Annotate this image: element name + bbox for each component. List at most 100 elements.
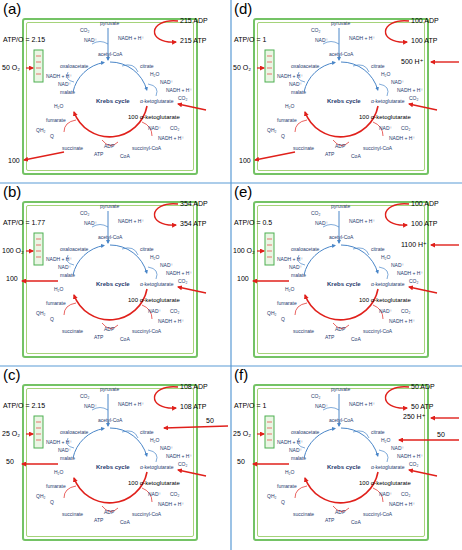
- metabolite-label: acetyl-CoA: [329, 418, 353, 423]
- metabolite-label: NADH + H⁺: [158, 136, 184, 141]
- metabolite-label: NADH + H⁺: [389, 136, 415, 141]
- metabolite-label: fumarate: [277, 301, 297, 306]
- metabolite-label: NADH + H⁺: [349, 402, 375, 407]
- metabolite-label: NAD⁺: [289, 448, 302, 453]
- metabolite-label: NAD⁺: [379, 126, 392, 131]
- metabolite-label: CO₂: [178, 96, 187, 101]
- metabolite-label: fumarate: [46, 118, 66, 123]
- metabolite-label: NAD⁺: [391, 446, 404, 451]
- metabolite-label: H₂O: [150, 438, 159, 443]
- metabolite-label: NADH + H⁺: [166, 88, 192, 93]
- metabolite-label: citrate: [371, 64, 385, 69]
- metabolite-label: ATP: [325, 152, 334, 157]
- metabolite-label: NAD⁺: [315, 221, 328, 226]
- ratio-label: ATP/O = 2.15: [3, 402, 45, 409]
- panel-a-flux-arrows: [24, 152, 64, 160]
- metabolite-label: NAD⁺: [289, 265, 302, 270]
- metabolite-label: H₂O: [150, 255, 159, 260]
- metabolite-label: NAD⁺: [160, 263, 173, 268]
- metabolite-label: QH₂: [36, 494, 45, 499]
- metabolite-label: α-ketoglutarate: [371, 282, 404, 287]
- flux-label: 100: [237, 275, 249, 282]
- metabolite-label: ATP: [94, 152, 103, 157]
- metabolite-label: NADH + H⁺: [349, 219, 375, 224]
- metabolite-label: QH₂: [267, 311, 276, 316]
- flux-label: 108 ADP: [180, 383, 208, 390]
- metabolite-label: NAD⁺: [379, 309, 392, 314]
- metabolite-label: malate: [60, 90, 75, 95]
- panel-letter: (d): [234, 1, 252, 16]
- metabolite-label: CO₂: [170, 492, 179, 497]
- mitochondrion: Krebs cycle: [22, 18, 198, 175]
- panel-artwork: [26, 387, 206, 512]
- succinate-out-arrow: [255, 152, 295, 160]
- panel-artwork: [26, 204, 206, 329]
- flux-label: 100 O₂: [233, 247, 255, 254]
- metabolite-label: Q: [50, 134, 54, 139]
- metabolite-label: malate: [291, 90, 306, 95]
- metabolite-label: NAD⁺: [58, 265, 71, 270]
- metabolite-label: NAD⁺: [148, 492, 161, 497]
- panel-artwork: [257, 387, 437, 512]
- metabolite-label: CO₂: [170, 309, 179, 314]
- cycle-name: Krebs cycle: [96, 98, 130, 104]
- metabolite-label: ATP: [94, 335, 103, 340]
- metabolite-label: H₂O: [150, 72, 159, 77]
- flux-label: 100 α-ketoglutarate: [128, 297, 180, 303]
- mitochondrion: Krebs cycle: [22, 201, 198, 358]
- metabolite-label: CO₂: [311, 28, 320, 33]
- metabolite-label: α-ketoglutarate: [371, 99, 404, 104]
- panel-artwork: [257, 21, 437, 146]
- panel-artwork: [257, 204, 437, 329]
- metabolite-label: NADH + H⁺: [46, 440, 72, 445]
- metabolite-label: succinate: [62, 146, 83, 151]
- metabolite-label: citrate: [371, 247, 385, 252]
- metabolite-label: NADH + H⁺: [118, 219, 144, 224]
- metabolite-label: CO₂: [401, 492, 410, 497]
- metabolite-label: NADH + H⁺: [277, 257, 303, 262]
- metabolite-label: ADP: [104, 144, 114, 149]
- metabolite-label: succinate: [293, 329, 314, 334]
- metabolite-label: NAD⁺: [58, 448, 71, 453]
- metabolite-label: QH₂: [36, 128, 45, 133]
- metabolite-label: ATP: [325, 335, 334, 340]
- metabolite-label: ATP: [94, 518, 103, 523]
- flux-label: 100: [239, 157, 251, 164]
- metabolite-label: NADH + H⁺: [397, 454, 423, 459]
- metabolite-label: NAD⁺: [58, 82, 71, 87]
- metabolite-label: NAD⁺: [391, 263, 404, 268]
- metabolite-label: pyruvate: [100, 204, 119, 209]
- metabolite-label: CoA: [351, 520, 361, 525]
- cycle-name: Krebs cycle: [327, 464, 361, 470]
- metabolite-label: Q: [281, 317, 285, 322]
- flux-label: 1100 H⁺: [401, 241, 427, 248]
- metabolite-label: succinyl-CoA: [363, 512, 392, 517]
- metabolite-label: NAD⁺: [289, 82, 302, 87]
- metabolite-label: NAD⁺: [84, 38, 97, 43]
- metabolite-label: succinyl-CoA: [363, 146, 392, 151]
- flux-label: 50 ATP: [411, 403, 433, 410]
- flux-label: 500 H⁺: [401, 58, 423, 65]
- metabolite-label: CO₂: [311, 211, 320, 216]
- flux-label: 50: [6, 458, 14, 465]
- metabolite-label: CO₂: [80, 28, 89, 33]
- metabolite-label: fumarate: [46, 484, 66, 489]
- metabolite-label: NADH + H⁺: [166, 454, 192, 459]
- metabolite-label: NADH + H⁺: [118, 402, 144, 407]
- flux-label: 50: [237, 458, 245, 465]
- metabolite-label: oxaloacetate: [291, 430, 319, 435]
- metabolite-label: Q: [50, 317, 54, 322]
- flux-label: 50 O₂: [2, 64, 20, 71]
- metabolite-label: NAD⁺: [148, 126, 161, 131]
- flux-label: 100 α-ketoglutarate: [359, 114, 411, 120]
- metabolite-label: NAD⁺: [84, 404, 97, 409]
- flux-label: 100 α-ketoglutarate: [359, 480, 411, 486]
- metabolite-label: CO₂: [401, 126, 410, 131]
- metabolite-label: NAD⁺: [391, 80, 404, 85]
- metabolite-label: succinyl-CoA: [363, 329, 392, 334]
- metabolite-label: succinate: [62, 329, 83, 334]
- metabolite-label: NAD⁺: [84, 221, 97, 226]
- malate-out-arrow: [253, 280, 289, 281]
- flux-label: 215 ATP: [180, 37, 206, 44]
